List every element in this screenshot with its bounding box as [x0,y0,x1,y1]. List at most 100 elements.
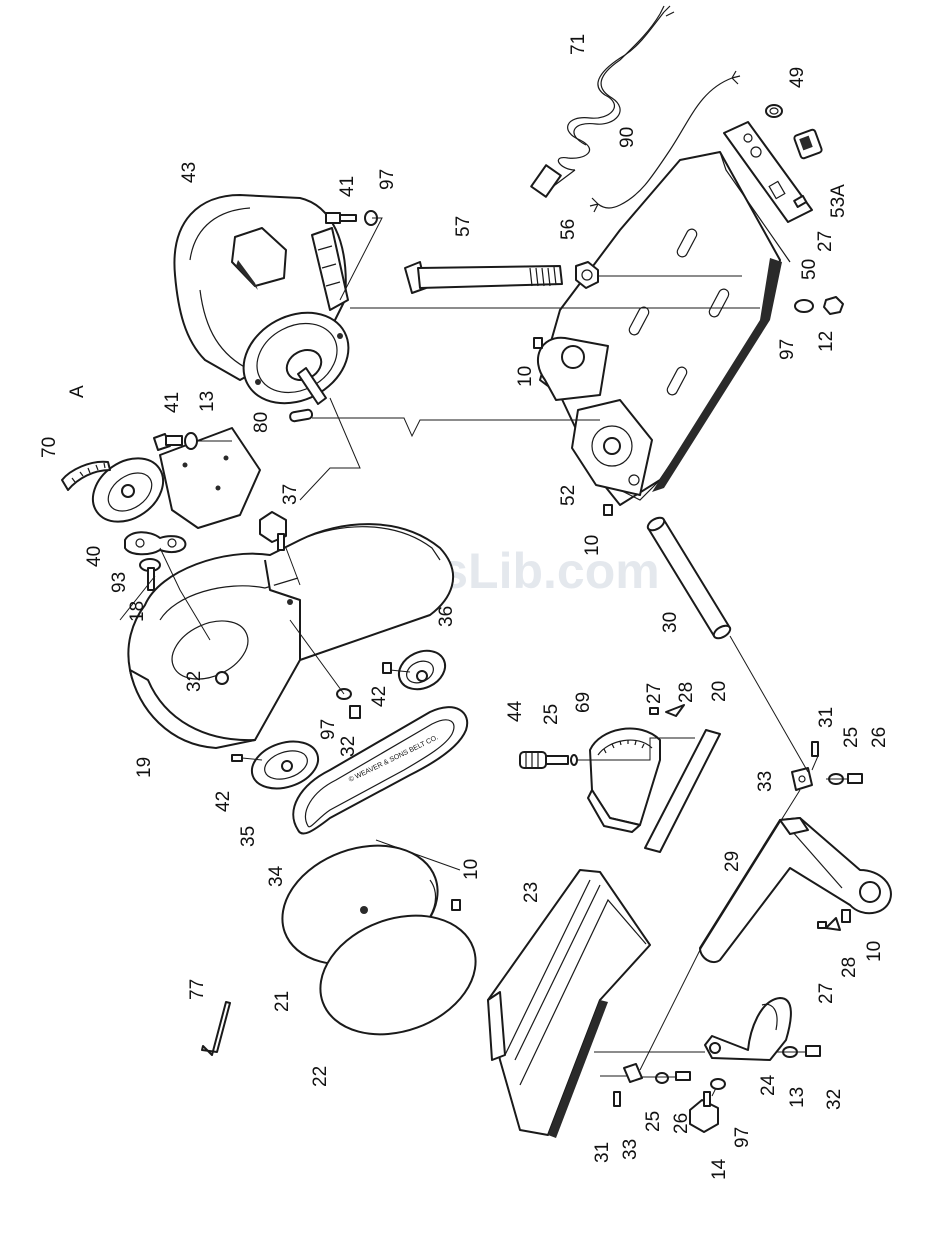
callout-22: 22 [310,1066,331,1087]
callout-43: 43 [179,162,200,183]
screw-26 [848,774,862,783]
callout-35: 35 [238,826,259,847]
callout-57: 57 [453,216,474,237]
callout-36: 36 [436,606,457,627]
callout-80: 80 [251,412,272,433]
callout-37: 37 [280,484,301,505]
callout-25c: 25 [643,1111,664,1132]
callout-26b: 26 [671,1113,692,1134]
pointer-28b [826,918,840,930]
roll-pin-31b [614,1092,620,1106]
callout-28a: 28 [676,682,697,703]
callout-30: 30 [660,612,681,633]
bolt-41-shank [340,215,356,221]
work-table [488,870,650,1138]
washer-25b [656,1073,668,1083]
carriage-bolt-18 [140,559,160,590]
callout-27b: 27 [816,983,837,1004]
strain-relief-bushing [766,105,782,117]
set-screw-10a [534,338,542,348]
set-screw-42 [383,663,391,673]
callout-27: 27 [815,231,836,252]
callout-97c: 97 [318,719,339,740]
washer-97b [711,1079,725,1089]
callout-27a: 27 [644,683,665,704]
callout-10a: 10 [515,366,536,387]
callout-31b: 31 [592,1142,613,1163]
callout-52: 52 [558,485,579,506]
set-screw-10-disc [452,900,460,910]
callout-33a: 33 [755,771,776,792]
callout-25a: 25 [541,704,562,725]
callout-18: 18 [127,601,148,622]
clamp-block-33b [624,1064,642,1082]
callout-10c: 10 [461,859,482,880]
callout-14: 14 [709,1158,730,1180]
trunnion-bracket [705,998,791,1060]
screw-27b [818,922,826,928]
base-washer-nut [795,297,843,314]
callout-77: 77 [187,979,208,1000]
callout-69: 69 [573,692,594,713]
callout-A: A [67,385,88,398]
callout-53A: 53A [828,184,849,218]
callout-13: 13 [197,391,218,412]
callout-40: 40 [84,546,105,567]
motor [174,195,364,421]
set-screw-42b [232,755,242,761]
miter-pointer [650,705,684,716]
callout-90: 90 [617,127,638,148]
callout-23: 23 [521,882,542,903]
callout-42b: 42 [213,791,234,812]
callout-70: 70 [39,437,60,458]
guard-screw [216,672,228,684]
link-plate [125,532,185,554]
belt-guard [128,524,453,748]
callout-20: 20 [709,681,730,702]
rocker-switch [794,129,823,159]
callout-71: 71 [568,34,589,55]
callout-49: 49 [787,67,808,88]
callout-97d: 97 [732,1127,753,1148]
callout-29: 29 [722,851,743,872]
callout-26a: 26 [869,727,890,748]
miter-knob [520,752,577,768]
callout-34: 34 [266,865,287,887]
callout-41: 41 [337,176,358,197]
miter-gauge-head [588,729,660,832]
callout-97: 97 [377,169,398,190]
callout-32c: 32 [824,1089,845,1110]
set-screw-10b [842,910,850,922]
screw-32c [806,1046,820,1056]
roll-pin-31 [812,742,818,756]
callout-28b: 28 [839,957,860,978]
carriage-bolt [405,262,562,293]
support-arm [700,818,891,962]
clamp-block [792,768,812,790]
set-screw-10c [604,505,612,515]
hex-key [202,1002,230,1055]
power-cord [531,6,674,197]
washer-and-screw [337,689,360,718]
callout-12: 12 [816,331,837,352]
callout-32b: 32 [338,736,359,757]
bolt-41-top [326,213,340,223]
lock-knob [690,1092,718,1132]
callout-93: 93 [109,572,130,593]
screw-26b [676,1072,690,1080]
callout-32a: 32 [184,671,205,692]
callout-19: 19 [134,757,155,778]
callout-10d: 10 [864,941,885,962]
callout-56: 56 [558,219,579,240]
callout-13b: 13 [787,1087,808,1108]
callout-42a: 42 [369,686,390,707]
callout-10b: 10 [582,535,603,556]
callout-33b: 33 [620,1139,641,1160]
callout-50: 50 [799,259,820,280]
bracket-bolt-washer [154,433,197,450]
callout-31a: 31 [816,707,837,728]
callout-21: 21 [272,991,293,1012]
motor-base [538,152,790,505]
callout-97b: 97 [777,339,798,360]
